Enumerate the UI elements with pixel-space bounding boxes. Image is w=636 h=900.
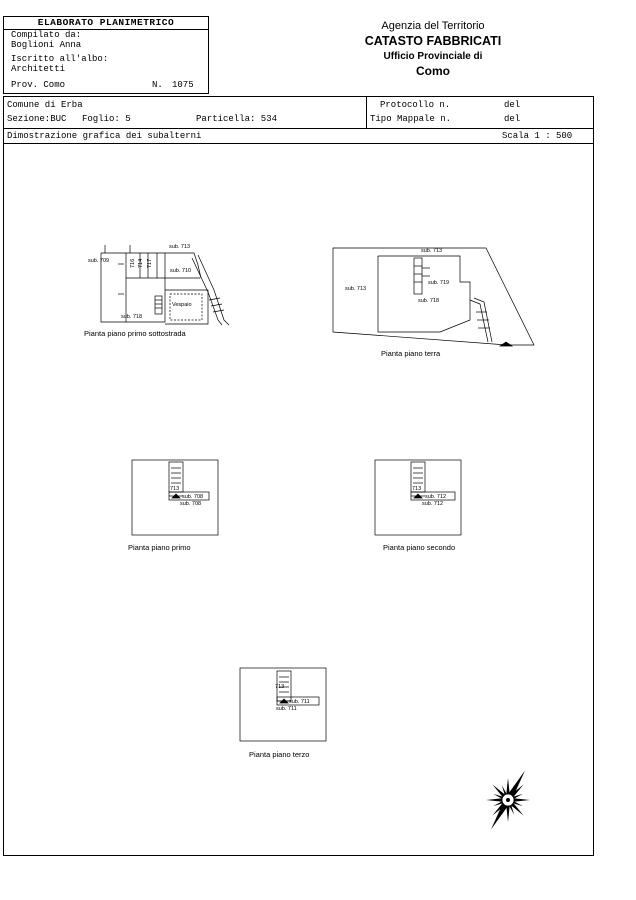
agency-name: Agenzia del Territorio [381,20,485,32]
plan-basement [100,245,230,326]
label-sub-713-ground-top: sub. 713 [421,248,442,254]
protocollo-del: del [504,100,521,110]
label-sub-712-upper: sub. 712 [425,494,446,500]
caption-first: Pianta piano primo [128,543,191,552]
label-sub-710: sub. 710 [170,268,191,274]
info-vertical-divider [366,96,367,128]
compiled-by-name: Boglioni Anna [11,40,82,50]
label-sub-708-lower: sub. 708 [180,501,201,507]
foglio: Foglio: 5 [82,114,131,124]
caption-second: Pianta piano secondo [383,543,455,552]
label-sub-712-lower: sub. 712 [422,501,443,507]
agency-catasto: CATASTO FABBRICATI [364,34,502,48]
dimostrazione-grafica: Dimostrazione grafica dei subalterni [7,131,202,141]
agency-city: Como [416,64,450,78]
caption-ground: Pianta piano terra [381,349,441,358]
caption-third: Pianta piano terzo [249,750,309,759]
number-value: 1075 [172,80,194,90]
main-frame [3,96,594,856]
plan-second [374,459,462,536]
registered-value: Architetti [11,64,66,74]
label-sub-708-upper: sub. 708 [182,494,203,500]
province: Prov. Como [11,80,66,90]
tipo-mappale: Tipo Mappale n. [370,114,452,124]
label-sub-709: sub. 709 [88,258,109,264]
compiled-by-label: Compilato da: [11,30,82,40]
agency-office: Ufficio Provinciale di [383,51,483,62]
label-714: 714 [138,259,144,268]
comune: Comune di Erba [7,100,83,110]
label-sub-718-basement: sub. 718 [121,314,142,320]
info-divider [3,128,594,129]
label-717: 717 [147,259,153,268]
compass-rose-icon [486,770,530,830]
label-sub-713-ground: sub. 713 [345,286,366,292]
sezione: Sezione:BUC [7,114,67,124]
scale: Scala 1 : 500 [502,131,573,141]
label-713-third: 713 [275,684,284,690]
particella: Particella: 534 [196,114,278,124]
label-vespaio: Vespaio [172,302,192,308]
label-sub-713-basement: sub. 713 [169,244,190,250]
document-title: ELABORATO PLANIMETRICO [3,16,209,30]
label-sub-718-ground: sub. 718 [418,298,439,304]
label-sub-711-upper: sub. 711 [289,699,310,705]
plan-first [131,459,219,536]
tipo-mappale-del: del [504,114,521,124]
label-716: 716 [130,259,136,268]
registered-label: Iscritto all'albo: [11,54,109,64]
protocollo: Protocollo n. [380,100,451,110]
label-sub-719: sub. 719 [428,280,449,286]
plan-third [239,667,327,742]
caption-basement: Pianta piano primo sottostrada [84,329,187,338]
header-box [3,16,209,94]
label-713-first: 713 [170,486,179,492]
number-label: N. [152,80,163,90]
plan-ground [332,247,535,347]
label-sub-711-lower: sub. 711 [276,706,297,712]
label-713-second: 713 [412,486,421,492]
header-divider [3,143,594,144]
